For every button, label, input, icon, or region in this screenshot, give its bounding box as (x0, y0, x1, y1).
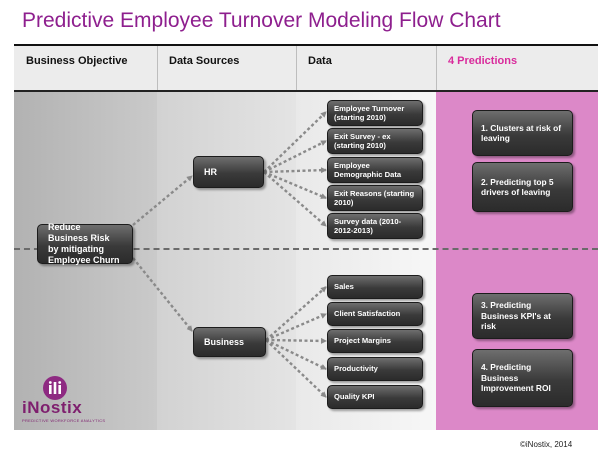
hr-data-box: Employee Demographic Data (327, 157, 423, 183)
header-objective: Business Objective (14, 46, 157, 90)
header-data-sources: Data Sources (157, 46, 296, 90)
arrow-business-to-data (265, 338, 327, 371)
arrow-business-to-data (265, 286, 327, 341)
header-divider (157, 46, 158, 90)
hr-data-box: Survey data (2010-2012-2013) (327, 213, 423, 239)
prediction-box: 2. Predicting top 5 drivers of leaving (472, 162, 573, 212)
header-bottom-rule (14, 90, 598, 92)
business-data-box: Project Margins (327, 329, 423, 353)
arrow-hr-to-data (263, 167, 327, 174)
hr-data-box: Exit Reasons (starting 2010) (327, 185, 423, 211)
header-divider (296, 46, 297, 90)
header-data: Data (296, 46, 436, 90)
prediction-box: 1. Clusters at risk of leaving (472, 110, 573, 156)
page-title: Predictive Employee Turnover Modeling Fl… (22, 9, 501, 32)
prediction-box: 4. Predicting Business Improvement ROI (472, 349, 573, 407)
data-sources-column (157, 92, 296, 430)
header-top-rule (14, 44, 598, 46)
header-divider (436, 46, 437, 90)
copyright-notice: ©iNostix, 2014 (520, 440, 573, 449)
arrow-hr-to-data (263, 170, 327, 200)
arrow-hr-to-data (263, 171, 327, 227)
section-divider (14, 248, 598, 250)
hr-data-box: Exit Survey - ex (starting 2010) (327, 128, 423, 154)
arrow-hr-to-data (263, 111, 327, 173)
business-data-box: Client Satisfaction (327, 302, 423, 326)
arrow-hr-to-data (263, 139, 327, 174)
header-predictions: 4 Predictions (436, 46, 598, 90)
arrow-business-to-data (265, 339, 327, 398)
arrow-objective-to-hr (132, 175, 193, 226)
business-data-box: Sales (327, 275, 423, 299)
business-data-box: Quality KPI (327, 385, 423, 409)
objective-box: Reduce Business Risk by mitigating Emplo… (37, 222, 133, 265)
prediction-box: 3. Predicting Business KPI's at risk (472, 293, 573, 339)
arrow-business-to-data (265, 337, 327, 344)
logo-wordmark: iNostix (22, 398, 83, 417)
source-hr-box: HR (193, 156, 264, 188)
arrow-business-to-data (265, 312, 327, 342)
inostix-logo-icon (43, 376, 67, 400)
logo-tagline: PREDICTIVE WORKFORCE ANALYTICS (22, 418, 106, 423)
hr-data-box: Employee Turnover (starting 2010) (327, 100, 423, 126)
business-data-box: Productivity (327, 357, 423, 381)
source-business-box: Business (193, 327, 266, 357)
arrow-objective-to-business (132, 257, 193, 332)
